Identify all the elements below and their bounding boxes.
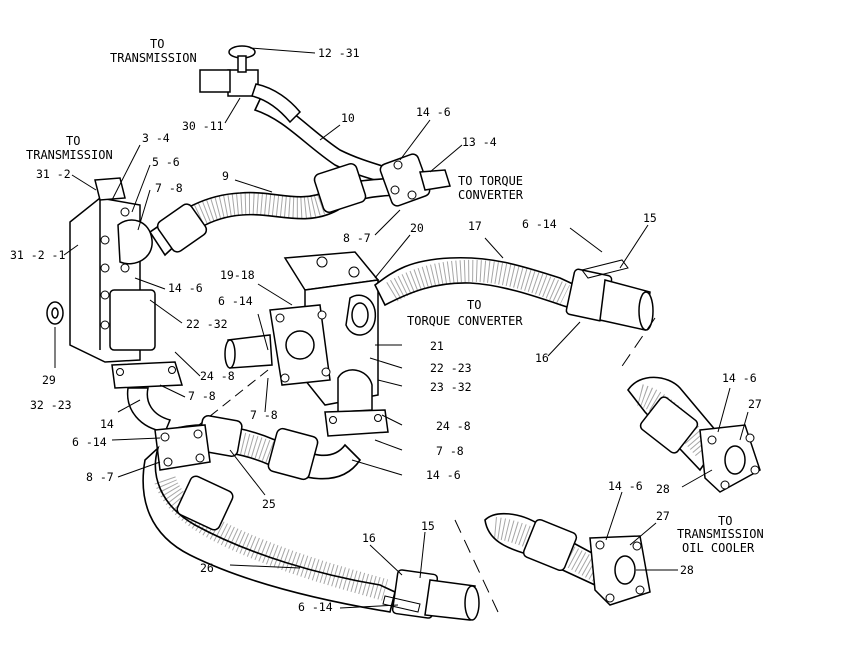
callout: 29 xyxy=(42,373,56,387)
callout: 3 -4 xyxy=(142,131,170,145)
callout: 27 xyxy=(656,509,670,523)
callout: 14 -6 xyxy=(168,281,203,295)
label-to-transmission-top-2: TRANSMISSION xyxy=(110,51,197,65)
break-line-bottom xyxy=(454,519,499,613)
callout: 28 xyxy=(656,482,670,496)
callout: 27 xyxy=(748,397,762,411)
callout: 6 -14 xyxy=(72,435,107,449)
callout: 28 xyxy=(680,563,694,577)
callout: 13 -4 xyxy=(462,135,497,149)
callout: 8 -7 xyxy=(86,470,114,484)
bottom-left-elbow xyxy=(111,361,183,433)
callout: 24 -8 xyxy=(436,419,471,433)
callout: 7 -8 xyxy=(155,181,183,195)
callout: 5 -6 xyxy=(152,155,180,169)
callout: 10 xyxy=(341,111,355,125)
label-to-transmission-left-1: TO xyxy=(66,134,80,148)
callout: 6 -14 xyxy=(522,217,557,231)
callout: 14 -6 xyxy=(416,105,451,119)
label-to-oil-cooler-3: OIL COOLER xyxy=(682,541,755,555)
label-to-transmission-left-2: TRANSMISSION xyxy=(26,148,113,162)
callout: 30 -11 xyxy=(182,119,224,133)
callout: 7 -8 xyxy=(188,389,216,403)
callout: 14 xyxy=(100,417,114,431)
callout: 23 -32 xyxy=(430,380,472,394)
callout: 26 xyxy=(200,561,214,575)
callout: 24 -8 xyxy=(200,369,235,383)
callout: 21 xyxy=(430,339,444,353)
callout: 22 -23 xyxy=(430,361,472,375)
label-to-torque-converter-mid-1: TO xyxy=(467,298,481,312)
label-to-transmission-top-1: TO xyxy=(150,37,164,51)
central-valve-body xyxy=(224,251,389,437)
callout: 14 -6 xyxy=(426,468,461,482)
destination-labels: TO TRANSMISSION TO TRANSMISSION TO TORQU… xyxy=(26,37,764,555)
callout: 9 xyxy=(222,169,229,183)
callout: 15 xyxy=(643,211,657,225)
hose-26 xyxy=(142,445,396,613)
part-callouts: 12 -31 30 -11 10 14 -6 13 -4 3 -4 5 -6 7… xyxy=(10,46,762,614)
callout: 31 -2 xyxy=(36,167,71,181)
callout: 8 -7 xyxy=(343,231,371,245)
label-to-oil-cooler-2: TRANSMISSION xyxy=(677,527,764,541)
flange-8-7 xyxy=(154,424,211,471)
break-line-center xyxy=(179,369,269,441)
callout: 6 -14 xyxy=(298,600,333,614)
callout: 14 -6 xyxy=(608,479,643,493)
label-to-oil-cooler-1: TO xyxy=(718,514,732,528)
top-fitting xyxy=(199,45,302,124)
top-right-coupling xyxy=(379,153,451,207)
callout: 12 -31 xyxy=(318,46,360,60)
callout: 31 -2 -1 xyxy=(10,248,65,262)
label-to-torque-converter-right-2: CONVERTER xyxy=(458,188,524,202)
callout: 15 xyxy=(421,519,435,533)
callout: 19-18 xyxy=(220,268,255,282)
callout: 7 -8 xyxy=(436,444,464,458)
label-to-torque-converter-mid-2: TORQUE CONVERTER xyxy=(407,314,523,328)
callout: 25 xyxy=(262,497,276,511)
callout: 16 xyxy=(535,351,549,365)
label-to-torque-converter-right-1: TO TORQUE xyxy=(458,174,523,188)
callout: 16 xyxy=(362,531,376,545)
callout: 20 xyxy=(410,221,424,235)
break-line-right xyxy=(617,317,656,373)
callout: 32 -23 xyxy=(30,398,72,412)
left-valve-block xyxy=(69,177,156,363)
callout: 22 -32 xyxy=(186,317,228,331)
callout: 7 -8 xyxy=(250,408,278,422)
callout: 6 -14 xyxy=(218,294,253,308)
callout: 17 xyxy=(468,219,482,233)
hose-line-art xyxy=(46,45,761,621)
leader-lines xyxy=(54,47,749,609)
callout: 14 -6 xyxy=(722,371,757,385)
